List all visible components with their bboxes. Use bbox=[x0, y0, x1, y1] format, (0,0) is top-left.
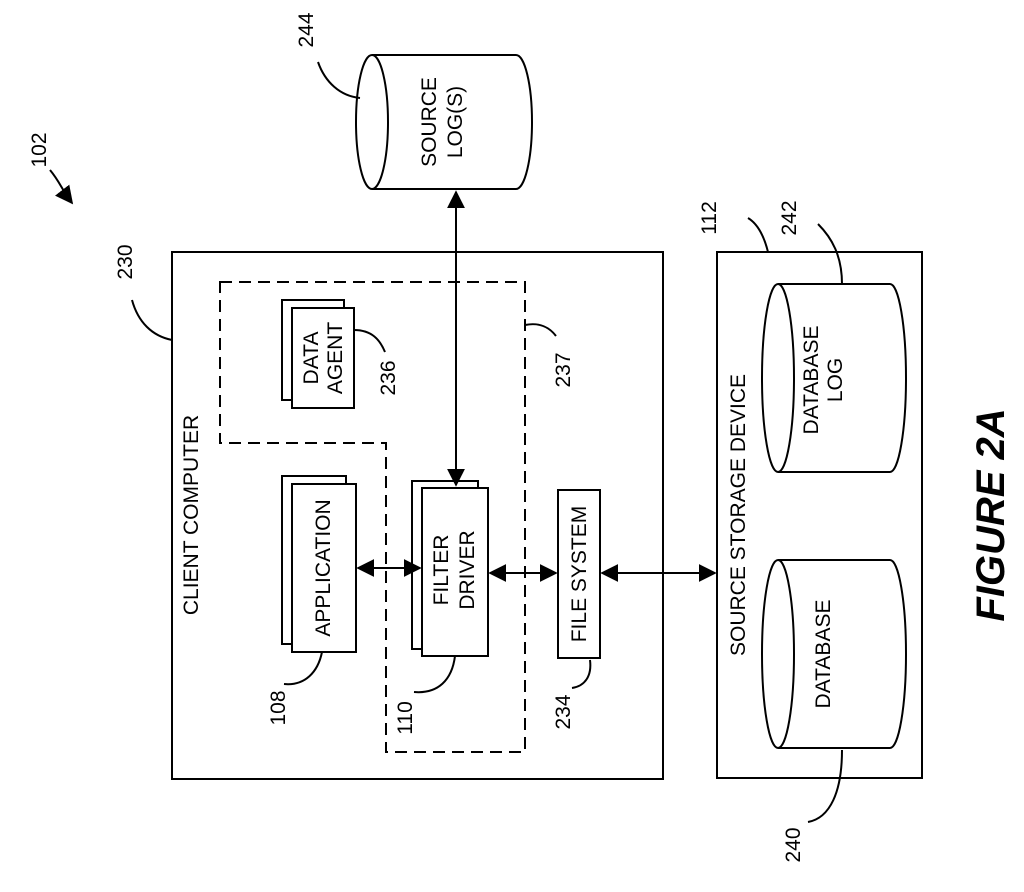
client-computer-leader bbox=[132, 300, 172, 340]
filter-driver-ref: 110 bbox=[394, 701, 417, 734]
database-label: DATABASE bbox=[812, 600, 835, 709]
filter-driver-line2: DRIVER bbox=[456, 530, 479, 609]
database-ref: 240 bbox=[782, 827, 805, 862]
dashed-region-ref: 237 bbox=[552, 352, 575, 387]
figure-ref-label: 102 bbox=[28, 132, 51, 167]
client-computer-label: CLIENT COMPUTER bbox=[180, 415, 203, 615]
source-logs-line2: LOG(S) bbox=[444, 86, 467, 158]
source-logs-leader bbox=[318, 62, 360, 98]
application-ref: 108 bbox=[267, 690, 290, 725]
application-label: APPLICATION bbox=[312, 499, 335, 636]
figure-caption: FIGURE 2A bbox=[969, 408, 1013, 621]
file-system-ref: 234 bbox=[552, 694, 575, 729]
data-agent-line2: AGENT bbox=[324, 322, 347, 395]
data-agent-line1: DATA bbox=[300, 332, 323, 385]
database-log-line2: LOG bbox=[824, 358, 847, 402]
source-logs-line1: SOURCE bbox=[418, 77, 441, 167]
figure-ref-arrow bbox=[50, 170, 72, 203]
database-log-line1: DATABASE bbox=[800, 326, 823, 435]
data-agent-ref: 236 bbox=[377, 360, 400, 395]
source-storage-device-label: SOURCE STORAGE DEVICE bbox=[727, 374, 750, 656]
filter-driver-line1: FILTER bbox=[430, 535, 453, 606]
source-logs-ref: 244 bbox=[295, 12, 318, 47]
source-storage-device-leader bbox=[748, 218, 768, 252]
client-computer-ref: 230 bbox=[114, 244, 137, 279]
database-log-ref: 242 bbox=[778, 200, 801, 235]
file-system-label: FILE SYSTEM bbox=[568, 506, 591, 643]
source-storage-device-ref: 112 bbox=[698, 201, 721, 234]
